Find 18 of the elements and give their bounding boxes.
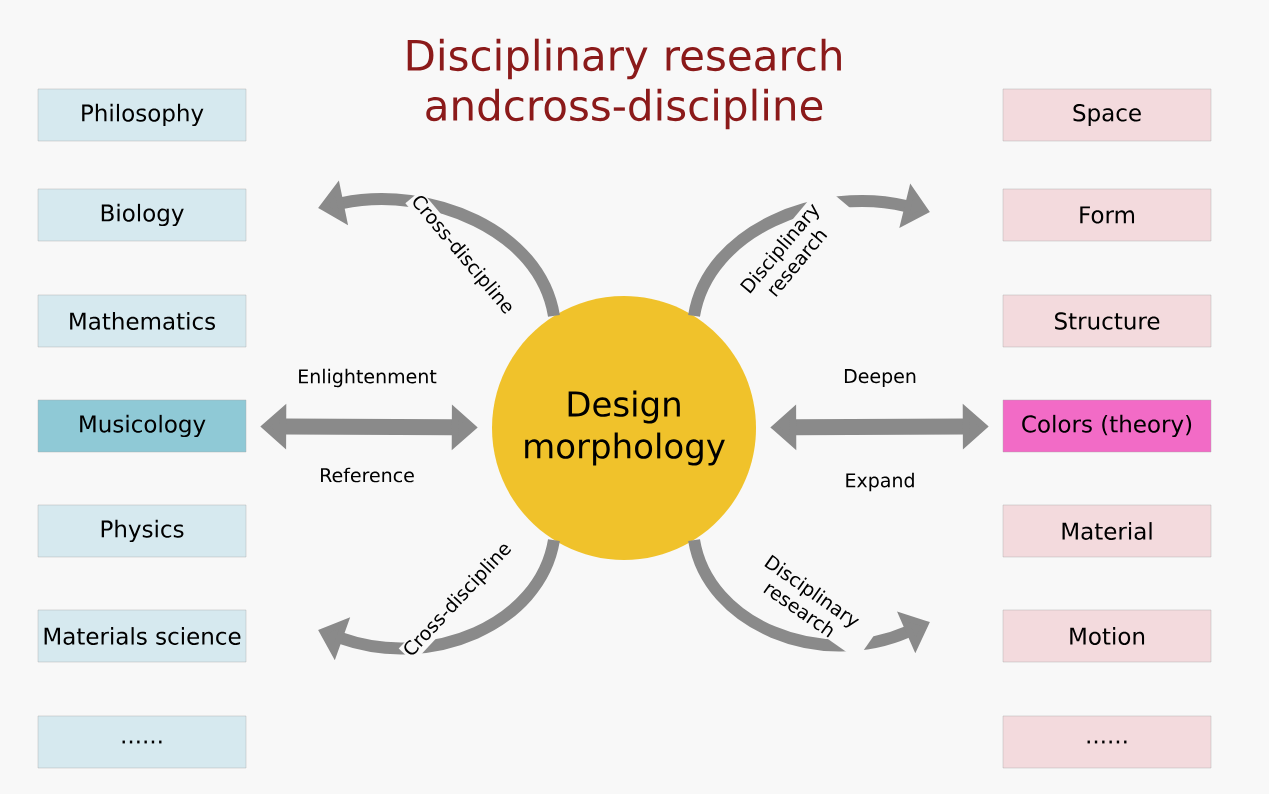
topic-box: Space bbox=[1002, 88, 1212, 142]
topic-box: Colors (theory) bbox=[1002, 399, 1212, 453]
topic-box: Mathematics bbox=[37, 294, 247, 348]
topic-box: Musicology bbox=[37, 399, 247, 453]
topic-box: Material bbox=[1002, 504, 1212, 558]
topic-box: ...... bbox=[1002, 715, 1212, 769]
topic-box: Biology bbox=[37, 188, 247, 242]
topic-box: Form bbox=[1002, 188, 1212, 242]
topic-box: Physics bbox=[37, 504, 247, 558]
title: Disciplinary research andcross-discipline bbox=[407, 38, 841, 130]
topic-box: ...... bbox=[37, 715, 247, 769]
topic-box: Motion bbox=[1002, 609, 1212, 663]
topic-box: Materials science bbox=[37, 609, 247, 663]
arrow-label: Expand bbox=[843, 471, 917, 493]
edge-label: Enlightenment bbox=[296, 367, 438, 389]
topic-box: Philosophy bbox=[37, 88, 247, 142]
edge-label: Deepen bbox=[842, 368, 918, 388]
topic-box: Structure bbox=[1002, 294, 1212, 348]
